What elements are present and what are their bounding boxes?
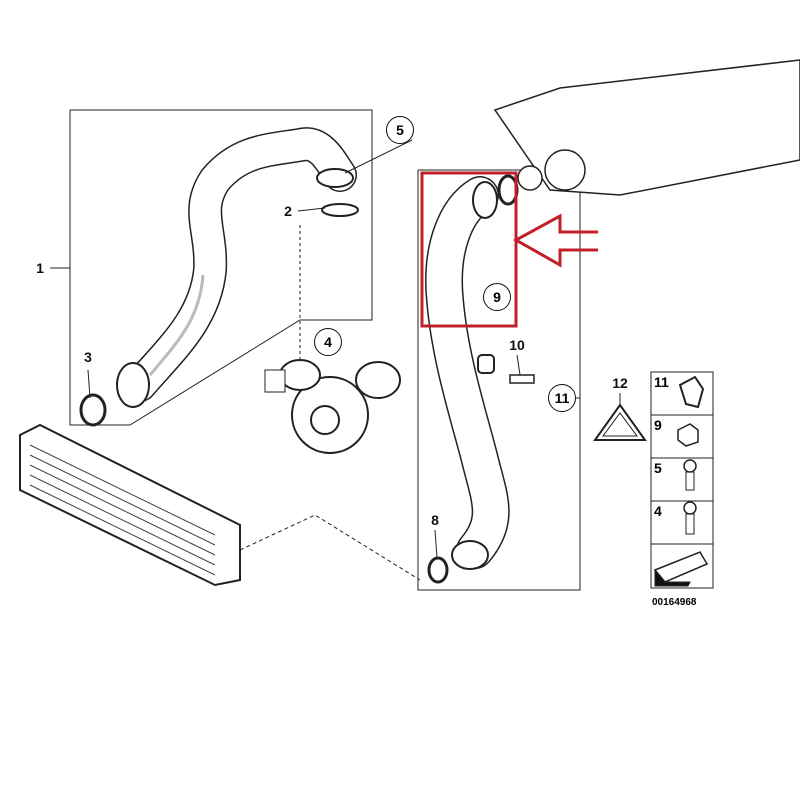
o-ring-3 [79,393,107,427]
legend-number-11: 11 [654,374,669,390]
sensor [509,374,535,384]
callout-12: 12 [612,375,628,391]
callout-3: 3 [84,349,92,365]
group-box-1 [69,109,373,426]
clip-nut [477,354,495,374]
highlight-arrow [512,213,598,268]
callout-4: 4 [314,328,342,356]
legend-number-9: 9 [654,417,662,433]
callout-2: 2 [284,203,292,219]
callout-10: 10 [509,337,525,353]
o-ring-2 [321,203,359,217]
callout-1: 1 [36,260,44,276]
engine-intake [493,59,800,196]
turbocharger [264,359,401,454]
o-ring-8 [427,556,449,584]
diagram-number: 00164968 [652,597,697,608]
callout-5: 5 [386,116,414,144]
highlight-box [420,171,518,328]
legend-number-4: 4 [654,503,662,519]
legend-number-5: 5 [654,460,662,476]
callout-11: 11 [548,384,576,412]
intercooler [19,423,241,587]
callout-8: 8 [431,512,439,528]
legend-panel [650,371,714,589]
callout-9: 9 [483,283,511,311]
